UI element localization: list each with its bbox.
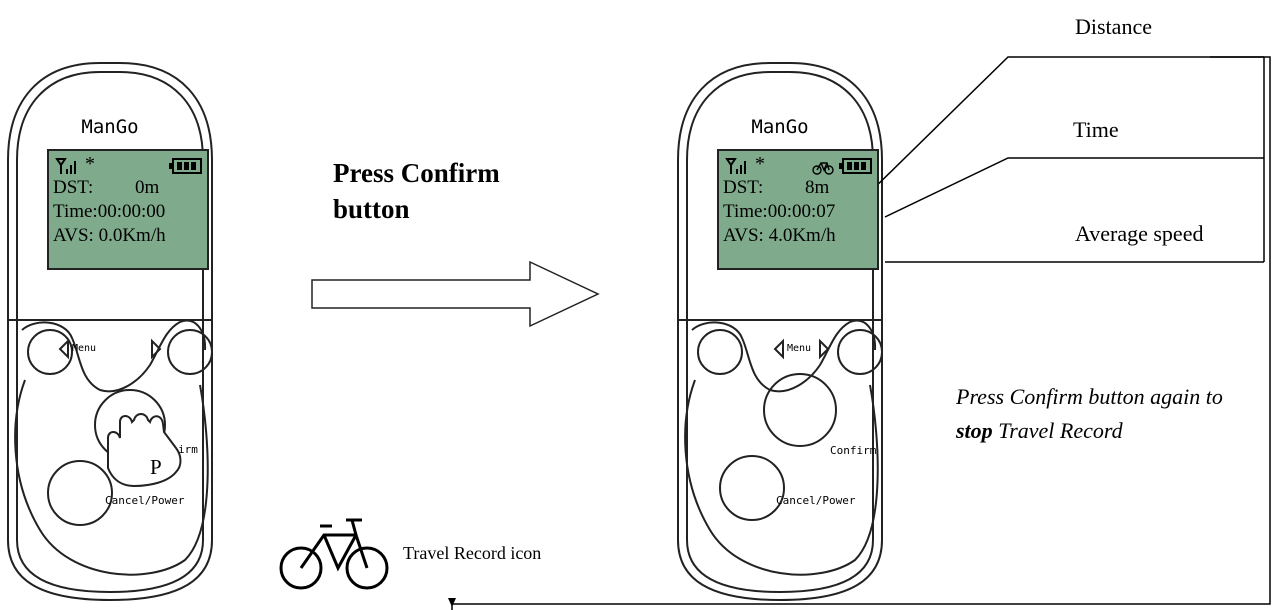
bluetooth-icon: *	[755, 153, 765, 175]
confirm-label: Confirm	[830, 444, 877, 457]
signal-icon	[55, 158, 76, 174]
dst-label: DST:	[723, 177, 764, 198]
bicycle-icon	[279, 518, 389, 590]
menu-label: Menu	[787, 343, 812, 354]
callout-distance: Distance	[1075, 14, 1152, 39]
transition-arrow	[311, 260, 600, 328]
battery-icon	[169, 158, 202, 174]
travel-record-icon-caption: Travel Record icon	[403, 543, 542, 563]
device-after-buttons	[684, 319, 883, 576]
hand-letter: P	[150, 455, 162, 479]
time-readout: Time:00:00:07	[723, 201, 836, 222]
device-after-body	[677, 62, 883, 602]
device-before-body	[7, 62, 213, 602]
instruction-line-2: button	[333, 194, 410, 224]
confirm-label: irm	[178, 443, 198, 456]
instruction-text: Press Confirm button	[333, 155, 500, 227]
instruction-line-1: Press Confirm	[333, 158, 500, 188]
dst-value: 0m	[135, 177, 160, 198]
device-after-brand: ManGo	[751, 116, 809, 138]
device-before-brand: ManGo	[81, 116, 139, 138]
callout-lines	[451, 56, 1271, 610]
device-before-buttons	[14, 319, 213, 576]
cancel-power-label: Cancel/Power	[105, 494, 185, 507]
callout-average-speed: Average speed	[1075, 221, 1204, 246]
avs-readout: AVS: 0.0Km/h	[53, 225, 166, 246]
avs-readout: AVS: 4.0Km/h	[723, 225, 836, 246]
note-part-1: Press Confirm button again to	[956, 384, 1223, 409]
hand-pointer-icon	[107, 413, 182, 488]
callout-time: Time	[1073, 117, 1119, 142]
signal-icon	[725, 158, 746, 174]
cancel-power-label: Cancel/Power	[776, 494, 856, 507]
device-before-screen: * DST: 0m Time:00:00:00 AVS: 0.0Km/h	[47, 149, 209, 270]
battery-icon	[839, 158, 872, 174]
travel-record-bicycle-icon	[812, 162, 834, 175]
menu-label: Menu	[72, 343, 97, 354]
time-readout: Time:00:00:00	[53, 201, 166, 222]
stop-instruction-note: Press Confirm button again to stop Trave…	[956, 380, 1256, 448]
note-part-2: Travel Record	[992, 418, 1123, 443]
down-arrowhead	[448, 598, 456, 607]
dst-label: DST:	[53, 177, 94, 198]
note-emphasis: stop	[956, 418, 993, 443]
dst-value: 8m	[805, 177, 830, 198]
device-after-screen: * DST: 8m Time:00:00:07 AVS: 4.0Km/h	[717, 149, 879, 270]
bluetooth-icon: *	[85, 153, 95, 175]
